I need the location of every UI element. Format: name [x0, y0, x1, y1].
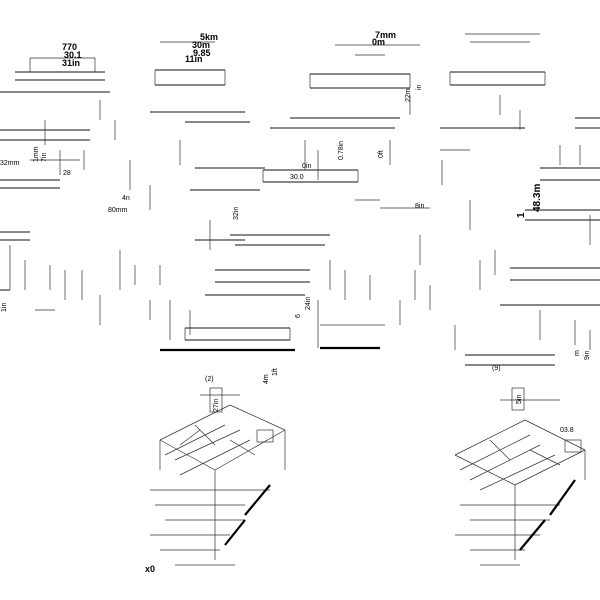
dim-label: 24in: [305, 297, 312, 310]
dim-label: 28: [63, 170, 71, 177]
dim-label: 5in: [516, 395, 523, 404]
dim-label: (2): [205, 376, 214, 383]
dim-label: 48.3m: [532, 184, 543, 212]
dim-label: 4n: [122, 195, 130, 202]
dim-label: in: [416, 84, 423, 90]
isometric-view-left: [150, 387, 286, 566]
dim-label: 32in: [233, 207, 240, 220]
dim-label: 30.0: [290, 174, 304, 181]
dim-label: 31in: [62, 58, 80, 68]
dim-label: 03.8: [560, 427, 574, 434]
dim-label: 80mm: [108, 207, 128, 214]
dim-label: (9): [492, 365, 501, 372]
dim-label: 1mm: [33, 146, 40, 162]
dim-label: 0in: [302, 163, 311, 170]
isometric-view-right: [454, 387, 586, 566]
dim-label: 770: [62, 42, 77, 52]
dim-label: 7in: [41, 153, 48, 162]
drawing-lines: [0, 33, 600, 366]
dim-label: 0.78in: [338, 141, 345, 160]
dim-label: 4m: [263, 374, 270, 384]
dimension-labels: 5km 30m 9.85 11in 770 30.1 31in 7mm 0m 0…: [0, 30, 591, 574]
dim-label: 22m: [405, 88, 412, 102]
dim-label: 27in: [213, 399, 220, 412]
dim-label: 0ft: [378, 150, 385, 158]
dim-label: x0: [145, 564, 155, 574]
dim-label: 32mm: [0, 160, 20, 167]
dim-label: 1: [516, 212, 527, 218]
dim-label: 1ft: [272, 368, 279, 376]
dim-label: 30m: [192, 40, 210, 50]
dim-label: 7mm: [375, 30, 396, 40]
dim-label: 5km: [200, 32, 218, 42]
dim-label: 9in: [584, 351, 591, 360]
dim-label: 0m: [372, 37, 385, 47]
dim-label: 9.85: [193, 48, 211, 58]
dim-label: 8in: [415, 203, 424, 210]
dim-label: 1in: [1, 303, 8, 312]
dim-label: 30.1: [64, 50, 82, 60]
dim-label: m: [574, 350, 581, 356]
dim-label: 6: [295, 314, 302, 318]
dim-label: 11in: [185, 54, 203, 64]
